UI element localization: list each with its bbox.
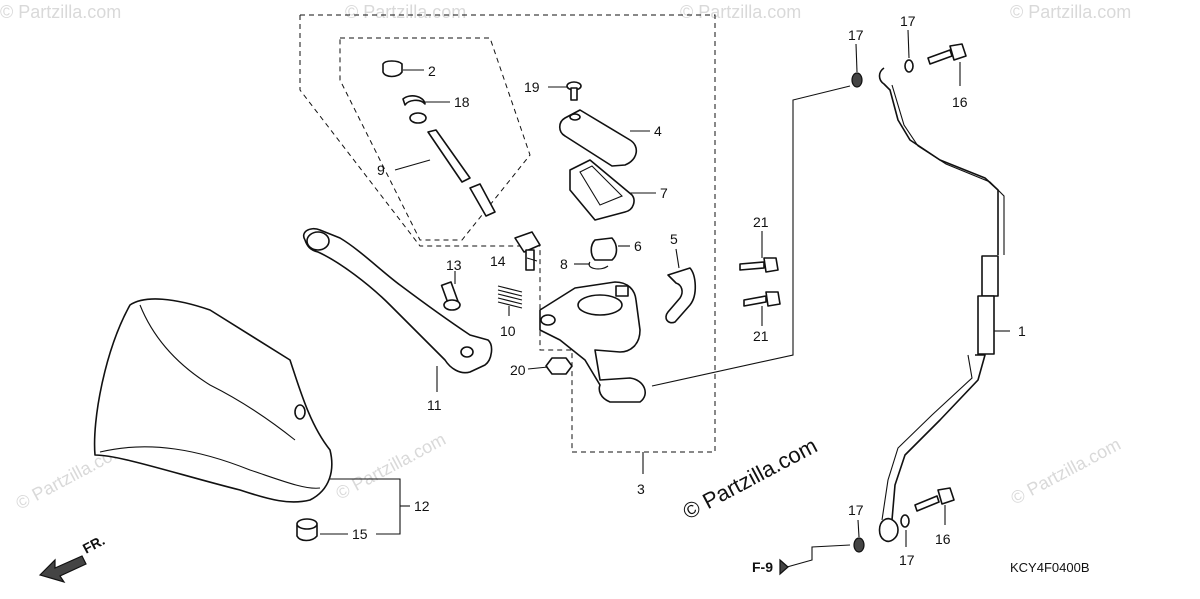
leader-lines — [320, 29, 1010, 568]
callout-8: 8 — [560, 256, 568, 272]
callout-18: 18 — [454, 94, 470, 110]
mounting-bolt-top — [739, 257, 779, 273]
callout-9: 9 — [377, 162, 385, 178]
callout-16-top: 16 — [952, 94, 968, 110]
callout-3: 3 — [637, 481, 645, 497]
assembly-9-boundary — [339, 37, 531, 241]
watermark: © Partzilla.com — [345, 2, 466, 22]
callout-13: 13 — [446, 257, 462, 273]
watermark: © Partzilla.com — [0, 2, 121, 22]
callout-10: 10 — [500, 323, 516, 339]
diaphragm-plate — [569, 159, 635, 221]
callout-14: 14 — [490, 253, 506, 269]
hand-guard — [93, 298, 333, 503]
callout-5: 5 — [670, 231, 678, 247]
mounting-bolt-bottom — [743, 291, 781, 307]
spring — [497, 285, 523, 309]
callout-17-top-left: 17 — [848, 27, 864, 43]
callout-20: 20 — [510, 362, 526, 378]
callout-numbers: 1 2 3 4 5 6 7 8 9 10 11 12 13 14 15 16 1… — [352, 13, 1026, 568]
boot — [590, 237, 618, 261]
piston-set — [382, 60, 496, 217]
callout-17-bottom-right: 17 — [899, 552, 915, 568]
callout-6: 6 — [634, 238, 642, 254]
brake-switch — [514, 231, 541, 271]
watermark: © Partzilla.com — [332, 429, 448, 504]
watermark: © Partzilla.com — [1010, 2, 1131, 22]
front-direction-arrow: FR. — [38, 532, 107, 584]
nut — [545, 357, 573, 375]
callout-21-top: 21 — [753, 214, 769, 230]
callout-16-bottom: 16 — [935, 531, 951, 547]
reference-label: F-9 — [752, 559, 773, 575]
watermark: © Partzilla.com — [680, 2, 801, 22]
master-cylinder-body — [539, 281, 646, 403]
screw — [566, 81, 582, 101]
callout-21-bottom: 21 — [753, 328, 769, 344]
callout-1: 1 — [1018, 323, 1026, 339]
holder — [665, 267, 697, 324]
reference-arrow: F-9 — [752, 558, 789, 576]
callout-17-top-right: 17 — [900, 13, 916, 29]
callout-11: 11 — [427, 397, 442, 413]
callout-19: 19 — [524, 79, 540, 95]
copyright-mark: © Partzilla.com — [679, 433, 822, 525]
banjo-bolt-top — [927, 43, 967, 65]
washers — [851, 59, 914, 553]
callout-12: 12 — [414, 498, 430, 514]
callout-2: 2 — [428, 63, 436, 79]
brake-lever — [302, 227, 493, 374]
watermark: © Partzilla.com — [1007, 434, 1123, 509]
callout-15: 15 — [352, 526, 368, 542]
grommet — [296, 518, 318, 542]
pivot-bolt — [440, 281, 461, 311]
callout-4: 4 — [654, 123, 662, 139]
brake-hose — [878, 67, 1005, 543]
callout-7: 7 — [660, 185, 668, 201]
reservoir-cover — [558, 109, 638, 167]
front-arrow-label: FR. — [80, 532, 107, 557]
banjo-bolt-bottom — [914, 487, 955, 512]
diagram-code: KCY4F0400B — [1010, 560, 1090, 575]
assembly-3-boundary — [299, 14, 716, 453]
callout-17-bottom-left: 17 — [848, 502, 864, 518]
circlip — [588, 261, 609, 270]
